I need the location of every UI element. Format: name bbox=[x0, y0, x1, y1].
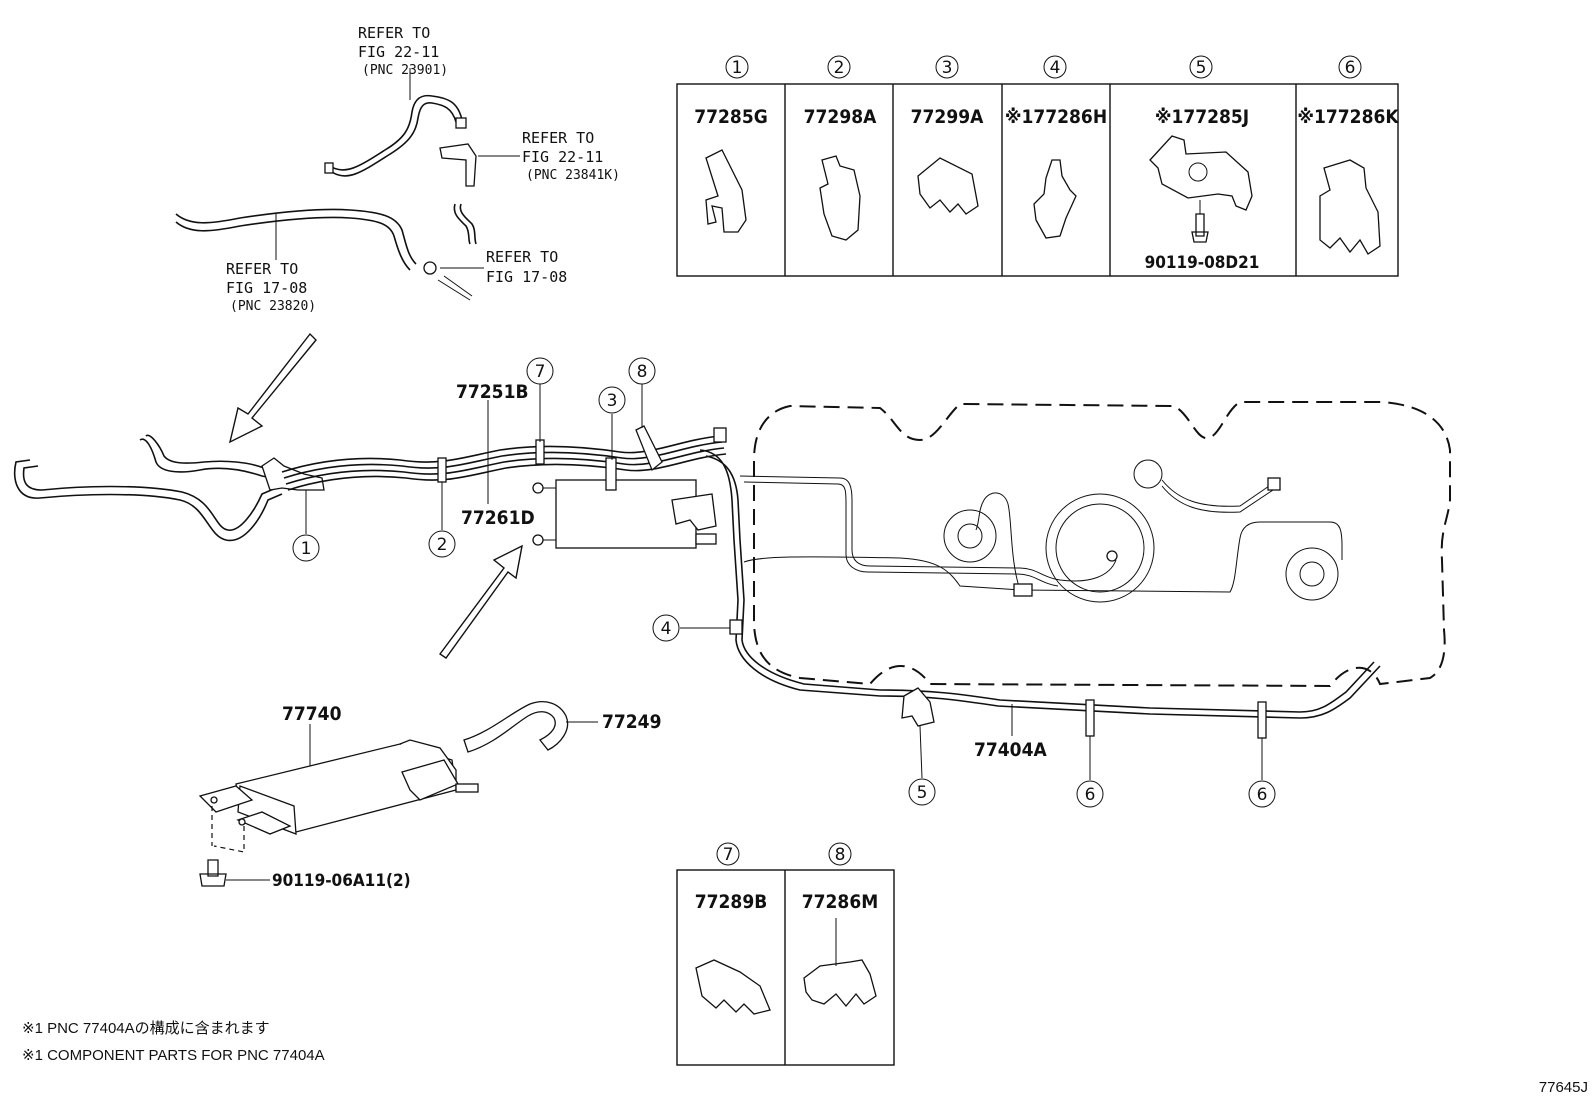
clip-7-icon bbox=[695, 959, 771, 1015]
clip-1-part-number: 77285G bbox=[694, 106, 768, 128]
clip-5-sub-part-number: 90119-08D21 bbox=[1145, 253, 1260, 273]
callout-5: 5 bbox=[908, 778, 936, 806]
clip-4-cell: 4 ※177286H bbox=[1005, 55, 1107, 239]
ref-c-line3: (PNC 23820) bbox=[230, 299, 316, 314]
clip-2-cell: 2 77298A bbox=[804, 55, 877, 241]
clip-8-part-number: 77286M bbox=[802, 891, 878, 913]
clip-8-cell: 8 77286M bbox=[802, 842, 878, 1008]
ref-d-line1: REFER TO bbox=[486, 248, 558, 266]
clip-4-icon bbox=[1033, 159, 1077, 239]
ref-d-line2: FIG 17-08 bbox=[486, 268, 567, 286]
clip-table-bottom bbox=[676, 869, 895, 1066]
callout-1: 1 bbox=[292, 534, 320, 562]
bolt-icon bbox=[1191, 213, 1209, 243]
clip-7-cell: 7 77289B bbox=[695, 842, 771, 1015]
clip-table-top bbox=[676, 83, 1399, 277]
direction-arrows bbox=[228, 332, 523, 659]
label-90119-06A11: 90119-06A11(2) bbox=[272, 871, 411, 891]
clip-6-icon bbox=[1319, 159, 1381, 255]
bottom-tube bbox=[879, 661, 1381, 739]
clip-4-number: 4 bbox=[1050, 58, 1061, 78]
label-77249: 77249 bbox=[602, 711, 661, 733]
label-77740: 77740 bbox=[282, 703, 342, 725]
ref-b-line1: REFER TO bbox=[522, 129, 594, 147]
charcoal-canister bbox=[198, 724, 479, 887]
callout-6a: 6 bbox=[1076, 780, 1104, 808]
clip-8-number: 8 bbox=[835, 845, 846, 865]
clip-4-part-number: ※177286H bbox=[1005, 106, 1107, 128]
ref-b-line3: (PNC 23841K) bbox=[526, 168, 620, 183]
clip-7-part-number: 77289B bbox=[695, 891, 768, 913]
clip-2-icon bbox=[819, 155, 861, 241]
engine-side-hoses bbox=[13, 434, 325, 542]
callout-6a-number: 6 bbox=[1085, 785, 1096, 805]
hose-77249 bbox=[463, 701, 598, 753]
clip-1-icon bbox=[705, 149, 747, 233]
callout-6b: 6 bbox=[1248, 780, 1276, 808]
clip-1-cell: 1 77285G bbox=[694, 55, 768, 233]
clip-5-number: 5 bbox=[1196, 58, 1207, 78]
clip-5-part-number: ※177285J bbox=[1155, 106, 1249, 128]
label-77404A: 77404A bbox=[974, 739, 1047, 761]
leader-lines bbox=[305, 384, 1263, 780]
ref-c-line1: REFER TO bbox=[226, 260, 298, 278]
callout-2-number: 2 bbox=[437, 535, 448, 555]
clip-6-part-number: ※177286K bbox=[1297, 106, 1399, 128]
clip-2-part-number: 77298A bbox=[804, 106, 877, 128]
canister-valve bbox=[532, 427, 727, 549]
ref-c-line2: FIG 17-08 bbox=[226, 279, 307, 297]
clip-6-cell: 6 ※177286K bbox=[1297, 55, 1399, 255]
callout-7: 7 bbox=[526, 357, 554, 385]
callout-8: 8 bbox=[628, 357, 656, 385]
ref-a-line1: REFER TO bbox=[358, 24, 430, 42]
ref-b-line2: FIG 22-11 bbox=[522, 148, 603, 166]
clip-3-icon bbox=[917, 157, 979, 215]
reference-hoses bbox=[175, 68, 520, 301]
clip-3-part-number: 77299A bbox=[911, 106, 984, 128]
callout-3: 3 bbox=[598, 386, 626, 414]
clip-2-number: 2 bbox=[834, 58, 845, 78]
figure-id: 77645J bbox=[1539, 1079, 1588, 1096]
note-jp: ※1 PNC 77404Aの構成に含まれます bbox=[22, 1020, 270, 1037]
clip-1-number: 1 bbox=[732, 58, 743, 78]
callout-3-number: 3 bbox=[607, 391, 618, 411]
note-en: ※1 COMPONENT PARTS FOR PNC 77404A bbox=[22, 1047, 325, 1064]
clip-6-number: 6 bbox=[1345, 58, 1356, 78]
callout-4-number: 4 bbox=[661, 619, 672, 639]
clip-3-cell: 3 77299A bbox=[911, 55, 984, 215]
vapor-tubes bbox=[281, 435, 881, 697]
callout-1-number: 1 bbox=[301, 539, 312, 559]
fuel-tank bbox=[739, 401, 1451, 688]
label-77261D: 77261D bbox=[461, 507, 535, 529]
callout-8-number: 8 bbox=[637, 362, 648, 382]
callout-2: 2 bbox=[428, 530, 456, 558]
callout-4: 4 bbox=[652, 614, 680, 642]
bolt-90119-06A11-icon bbox=[199, 859, 227, 887]
ref-a-line3: (PNC 23901) bbox=[362, 63, 448, 78]
callout-7-number: 7 bbox=[535, 362, 546, 382]
clip-5-cell: 5 ※177285J 90119-08D21 bbox=[1145, 55, 1260, 273]
clip-5-icon bbox=[1149, 135, 1253, 211]
callout-5-number: 5 bbox=[917, 783, 928, 803]
label-77251B: 77251B bbox=[456, 381, 529, 403]
clip-3-number: 3 bbox=[942, 58, 953, 78]
ref-a-line2: FIG 22-11 bbox=[358, 43, 439, 61]
clip-7-number: 7 bbox=[723, 845, 734, 865]
callout-6b-number: 6 bbox=[1257, 785, 1268, 805]
clip-8-icon bbox=[803, 959, 877, 1008]
